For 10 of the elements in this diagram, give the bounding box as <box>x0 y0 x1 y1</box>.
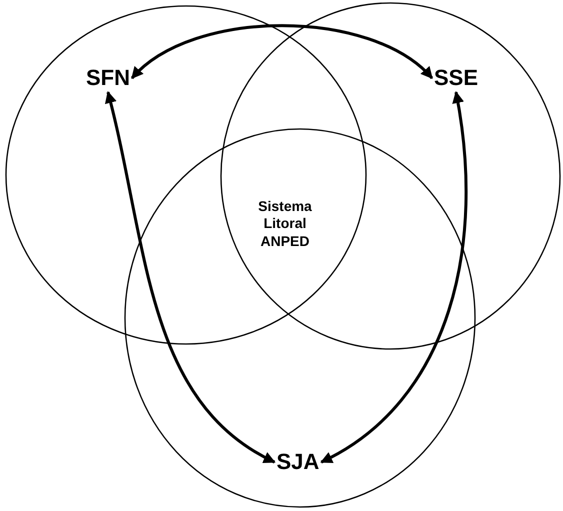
double-arrow <box>104 91 276 464</box>
set-label: SJA <box>276 450 320 474</box>
set-label: SFN <box>86 66 130 90</box>
double-arrow <box>130 24 434 80</box>
venn-circle <box>220 2 561 350</box>
overlap-label: Sistema Litoral ANPED <box>257 198 313 250</box>
venn-circle <box>124 128 476 508</box>
double-arrow <box>320 91 468 464</box>
set-label: SSE <box>434 66 478 90</box>
venn-circle <box>5 5 367 345</box>
